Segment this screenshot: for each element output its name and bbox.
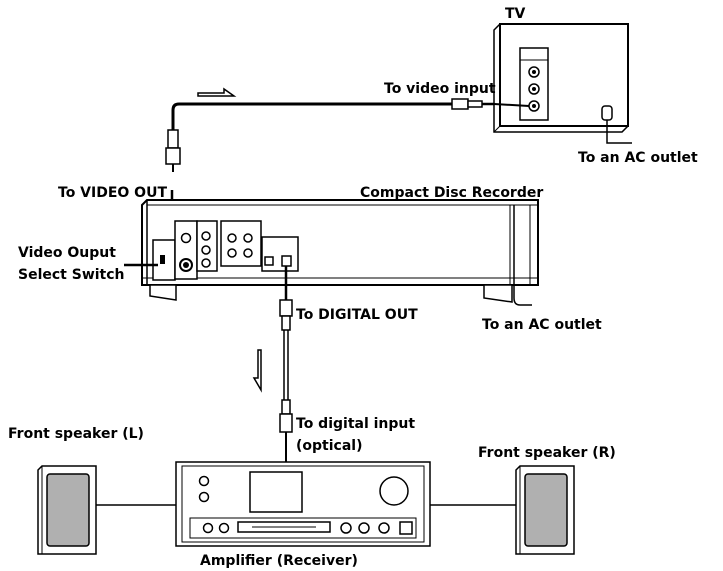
amplifier [96,461,516,547]
compact-disc-recorder [141,199,539,306]
to-ac-outlet-recorder-label: To an AC outlet [482,317,602,333]
front-speaker-right [515,465,575,555]
amplifier-label: Amplifier (Receiver) [200,553,358,569]
to-video-input-label: To video input [384,81,496,97]
video-cable [165,87,530,172]
front-speaker-left-label: Front speaker (L) [8,426,144,442]
to-ac-outlet-tv-label: To an AC outlet [578,150,698,166]
video-output-switch-label-line2: Select Switch [18,267,125,283]
to-video-out-label: To VIDEO OUT [58,185,167,201]
tv-label: TV [505,6,526,22]
to-digital-out-label: To DIGITAL OUT [296,307,418,323]
front-speaker-right-label: Front speaker (R) [478,445,616,461]
compact-disc-recorder-label: Compact Disc Recorder [360,185,543,201]
signal-arrow-down-icon [252,349,262,393]
optical-cable [252,266,293,462]
front-speaker-left [37,465,97,555]
to-digital-input-label-line2: (optical) [296,438,362,454]
video-output-switch-label-line1: Video Ouput [18,245,116,261]
signal-arrow-icon [197,87,237,97]
to-digital-input-label-line1: To digital input [296,416,415,432]
tv [493,23,632,144]
